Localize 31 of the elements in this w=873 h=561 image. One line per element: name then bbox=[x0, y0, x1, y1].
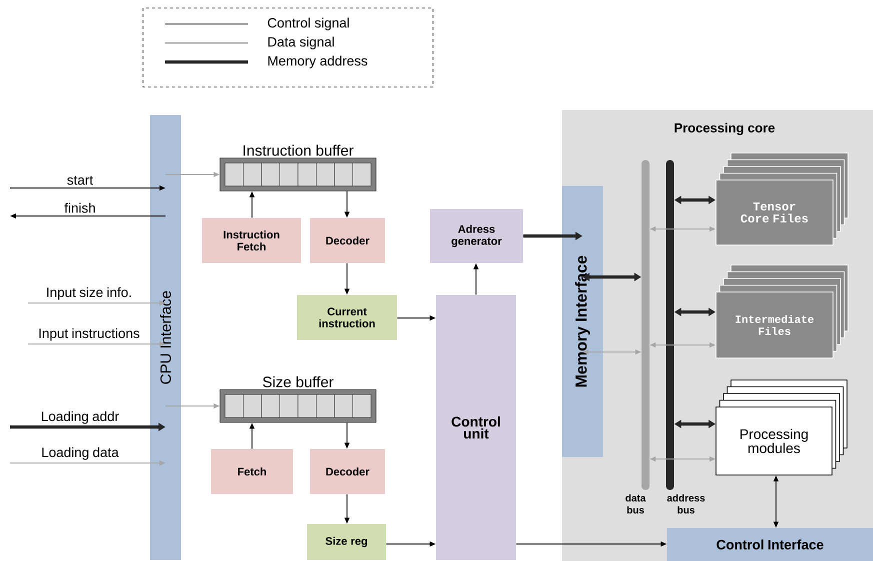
interface-bar: Control Interface bbox=[667, 528, 873, 561]
buffer-register: Size buffer bbox=[220, 376, 376, 423]
process-box: Adress generator bbox=[430, 209, 523, 263]
interface-bar: Memory Interface bbox=[562, 186, 603, 457]
node-label: address bus bbox=[667, 494, 705, 514]
node-label: data bus bbox=[626, 494, 646, 514]
stacked-boxes: Processing modules bbox=[716, 380, 848, 476]
process-box: Decoder bbox=[310, 449, 385, 494]
register-box: Size reg bbox=[307, 524, 386, 560]
buffer-register: Instruction buffer bbox=[220, 144, 376, 192]
bus-bar: address bus bbox=[666, 160, 705, 514]
process-box: Decoder bbox=[310, 218, 385, 263]
signal-label: finish bbox=[64, 202, 95, 213]
signal-label: Input size info. bbox=[47, 287, 131, 300]
stacked-boxes: Intermediate Files bbox=[716, 264, 848, 358]
node-label: Instruction buffer bbox=[244, 144, 354, 156]
legend-label: Memory address bbox=[268, 56, 368, 68]
process-box: Instruction Fetch bbox=[202, 218, 301, 263]
process-box: Fetch bbox=[211, 449, 293, 494]
process-box: Control unit bbox=[436, 295, 516, 560]
signal-label: Loading data bbox=[42, 447, 119, 460]
signal-label: Loading addr bbox=[42, 411, 119, 424]
signal-label: Input instructions bbox=[39, 328, 140, 341]
legend-label: Data signal bbox=[268, 36, 334, 50]
signal-label: start bbox=[67, 176, 94, 185]
interface-bar: CPU Interface bbox=[150, 115, 181, 560]
register-box: Current instruction bbox=[297, 295, 397, 340]
node-label: Size buffer bbox=[262, 376, 334, 388]
legend-label: Control signal bbox=[268, 18, 349, 30]
bus-bar: data bus bbox=[626, 160, 650, 514]
stacked-boxes: Tensor Core Files bbox=[716, 152, 848, 246]
